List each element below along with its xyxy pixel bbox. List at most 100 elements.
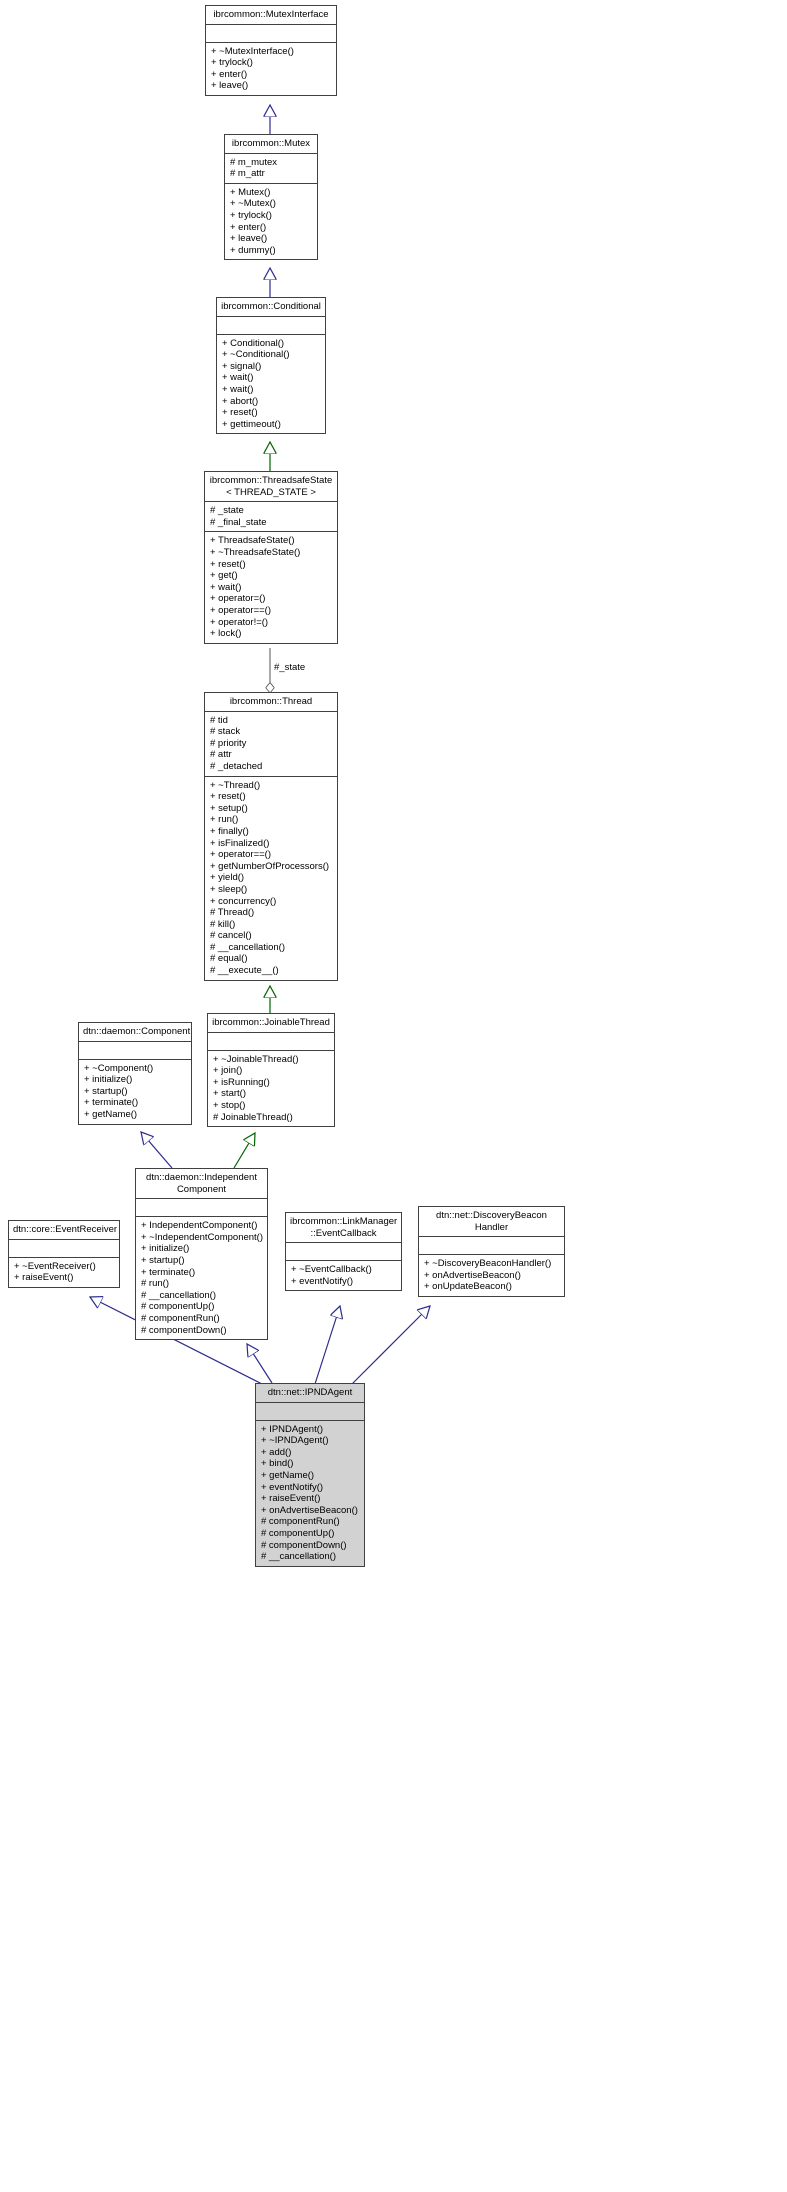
attribute-row: # _state <box>210 505 244 517</box>
operation-row: + sleep() <box>210 883 248 895</box>
operation-row: + ThreadsafeState() <box>210 535 295 547</box>
operation-row: + run() <box>210 814 239 826</box>
operation-row: # componentUp() <box>261 1527 335 1539</box>
class-operations: + ~MutexInterface() + trylock() + enter(… <box>206 43 336 95</box>
operation-row: + lock() <box>210 628 242 640</box>
class-node-ipndagent[interactable]: dtn::net::IPNDAgent + IPNDAgent() + ~IPN… <box>255 1383 365 1567</box>
class-attributes: # m_mutex # m_attr <box>225 154 317 184</box>
class-attributes <box>256 1403 364 1421</box>
operation-row: + join() <box>213 1065 243 1077</box>
operation-row: + trylock() <box>230 209 272 221</box>
operation-row: + enter() <box>230 221 267 233</box>
operation-row: + ~Component() <box>84 1062 154 1074</box>
class-node-eventcallback[interactable]: ibrcommon::LinkManager ::EventCallback +… <box>285 1212 402 1292</box>
class-node-joinablethread[interactable]: ibrcommon::JoinableThread + ~JoinableThr… <box>207 1013 335 1128</box>
operation-row: + reset() <box>210 791 246 803</box>
class-operations: + IndependentComponent() + ~IndependentC… <box>136 1217 267 1339</box>
class-operations: + ~DiscoveryBeaconHandler() + onAdvertis… <box>419 1255 564 1296</box>
operation-row: + onAdvertiseBeacon() <box>424 1269 521 1281</box>
operation-row: # cancel() <box>210 930 252 942</box>
operation-row: + reset() <box>210 558 246 570</box>
operation-row: + ~Conditional() <box>222 349 290 361</box>
class-title: ibrcommon::Conditional <box>217 298 325 317</box>
class-operations: + Conditional() + ~Conditional() + signa… <box>217 335 325 434</box>
class-attributes <box>286 1243 401 1262</box>
class-title: ibrcommon::JoinableThread <box>208 1014 334 1033</box>
operation-row: # __cancellation() <box>261 1551 336 1563</box>
class-node-conditional[interactable]: ibrcommon::Conditional + Conditional() +… <box>216 297 326 435</box>
class-operations: + ThreadsafeState() + ~ThreadsafeState()… <box>205 532 337 642</box>
class-node-mutexinterface[interactable]: ibrcommon::MutexInterface + ~MutexInterf… <box>205 5 337 96</box>
attribute-row: # _final_state <box>210 516 267 528</box>
class-node-independentcomponent[interactable]: dtn::daemon::Independent Component + Ind… <box>135 1168 268 1341</box>
operation-row: # componentRun() <box>261 1516 340 1528</box>
edge-label-state: #_state <box>274 662 306 673</box>
operation-row: + dummy() <box>230 244 276 256</box>
operation-row: + ~Mutex() <box>230 198 276 210</box>
operation-row: + setup() <box>210 802 248 814</box>
operation-row: # Thread() <box>210 907 255 919</box>
attribute-row: # m_mutex <box>230 156 277 168</box>
class-title: dtn::daemon::Component <box>79 1023 191 1042</box>
edge-ipndagent-to-eventcallback <box>314 1306 340 1385</box>
operation-row: + raiseEvent() <box>261 1493 321 1505</box>
class-title: dtn::core::EventReceiver <box>9 1221 119 1240</box>
operation-row: + wait() <box>210 581 242 593</box>
operation-row: # __cancellation() <box>210 941 285 953</box>
class-title: ibrcommon::Thread <box>205 693 337 712</box>
class-attributes <box>9 1240 119 1258</box>
operation-row: # __cancellation() <box>141 1289 216 1301</box>
class-operations: + ~EventCallback() + eventNotify() <box>286 1261 401 1290</box>
class-title: dtn::net::IPNDAgent <box>256 1384 364 1403</box>
attribute-row: # m_attr <box>230 168 265 180</box>
operation-row: + terminate() <box>141 1266 196 1278</box>
operation-row: # kill() <box>210 918 236 930</box>
attribute-row: # _detached <box>210 760 263 772</box>
operation-row: + ~EventReceiver() <box>14 1260 96 1272</box>
class-attributes <box>419 1237 564 1256</box>
operation-row: + ~DiscoveryBeaconHandler() <box>424 1258 552 1270</box>
operation-row: + Mutex() <box>230 186 271 198</box>
operation-row: + reset() <box>222 407 258 419</box>
class-node-mutex[interactable]: ibrcommon::Mutex # m_mutex # m_attr + Mu… <box>224 134 318 261</box>
operation-row: + trylock() <box>211 57 253 69</box>
edge-independentcomponent-to-joinablethread <box>233 1133 255 1169</box>
attribute-row: # attr <box>210 749 232 761</box>
operation-row: # __execute__() <box>210 965 279 977</box>
operation-row: # componentDown() <box>261 1539 347 1551</box>
edge-ipndagent-to-independentcomponent <box>247 1344 273 1384</box>
operation-row: + start() <box>213 1088 246 1100</box>
operation-row: # componentRun() <box>141 1312 220 1324</box>
class-attributes <box>136 1199 267 1218</box>
class-node-threadsafestate[interactable]: ibrcommon::ThreadsafeState < THREAD_STAT… <box>204 471 338 644</box>
operation-row: + IndependentComponent() <box>141 1220 258 1232</box>
class-attributes: # _state # _final_state <box>205 502 337 533</box>
class-title: dtn::net::DiscoveryBeacon Handler <box>419 1207 564 1238</box>
operation-row: + finally() <box>210 825 249 837</box>
operation-row: + getNumberOfProcessors() <box>210 860 330 872</box>
operation-row: + signal() <box>222 360 262 372</box>
operation-row: + onUpdateBeacon() <box>424 1281 512 1293</box>
operation-row: + leave() <box>230 233 268 245</box>
operation-row: + ~IndependentComponent() <box>141 1231 264 1243</box>
class-node-eventreceiver[interactable]: dtn::core::EventReceiver + ~EventReceive… <box>8 1220 120 1288</box>
operation-row: + operator!=() <box>210 616 269 628</box>
class-title: ibrcommon::LinkManager ::EventCallback <box>286 1213 401 1244</box>
operation-row: + operator=() <box>210 593 266 605</box>
operation-row: + enter() <box>211 68 248 80</box>
class-node-thread[interactable]: ibrcommon::Thread # tid # stack # priori… <box>204 692 338 981</box>
class-node-discoverybeaconhandler[interactable]: dtn::net::DiscoveryBeacon Handler + ~Dis… <box>418 1206 565 1297</box>
operation-row: + isFinalized() <box>210 837 270 849</box>
operation-row: # componentDown() <box>141 1324 227 1336</box>
operation-row: + isRunning() <box>213 1076 270 1088</box>
operation-row: + terminate() <box>84 1097 139 1109</box>
class-node-component[interactable]: dtn::daemon::Component + ~Component() + … <box>78 1022 192 1125</box>
operation-row: + get() <box>210 570 238 582</box>
operation-row: + Conditional() <box>222 337 285 349</box>
operation-row: # run() <box>141 1278 169 1290</box>
operation-row: + eventNotify() <box>291 1275 354 1287</box>
operation-row: + ~ThreadsafeState() <box>210 546 301 558</box>
edge-ipndagent-to-discoverybeaconhandler <box>351 1306 430 1385</box>
operation-row: + concurrency() <box>210 895 277 907</box>
